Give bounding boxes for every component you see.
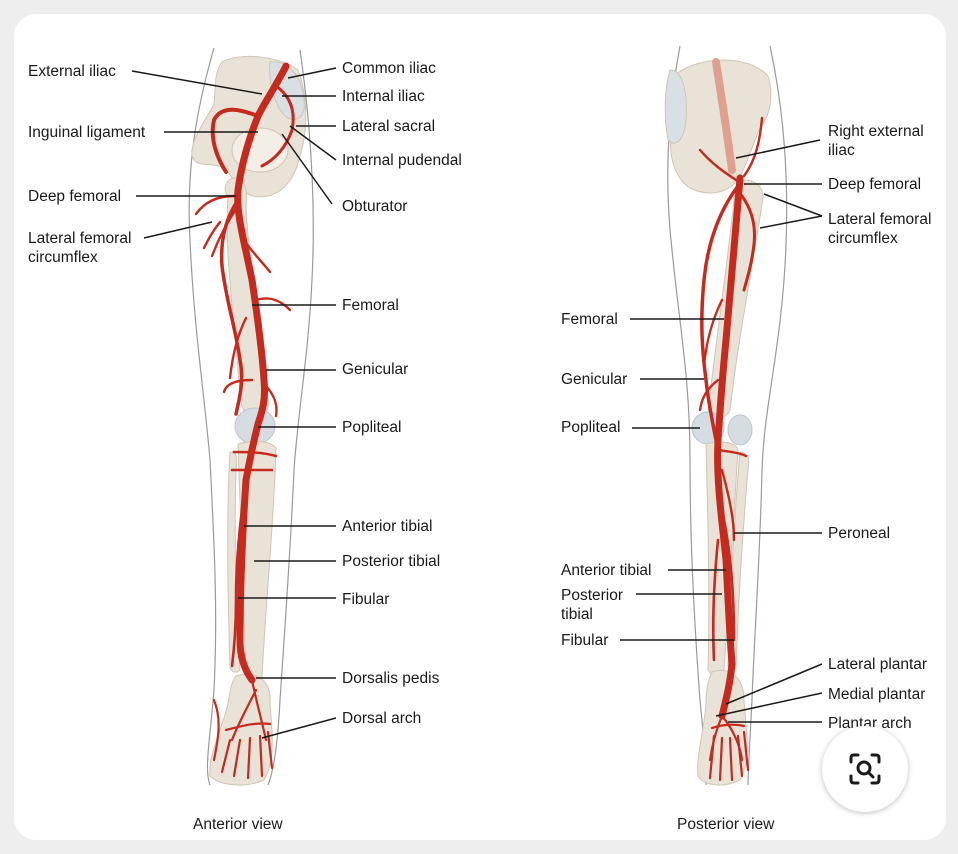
- label-posterior-tibial-anterior: Posterior tibial: [342, 553, 441, 570]
- label-deep-femoral-posterior: Deep femoral: [828, 176, 922, 193]
- label-anterior-tibial-anterior: Anterior tibial: [342, 518, 433, 535]
- posterior-skin-outline-right: [747, 45, 788, 786]
- label-internal-pudendal: Internal pudendal: [342, 152, 462, 169]
- anterior-leg: [188, 47, 314, 786]
- posterior-foot: [697, 669, 748, 786]
- label-internal-iliac: Internal iliac: [342, 88, 425, 105]
- posterior-skin-outline-left: [667, 45, 707, 786]
- label-genicular-posterior: Genicular: [561, 371, 628, 388]
- label-common-iliac: Common iliac: [342, 60, 436, 77]
- posterior-leader-lines: [620, 139, 823, 723]
- label-peroneal: Peroneal: [828, 525, 891, 542]
- label-obturator: Obturator: [342, 198, 408, 215]
- anterior-skin-outline-left: [188, 47, 217, 786]
- label-lateral-femoral-circumflex-anterior: Lateral femoral circumflex: [28, 230, 132, 266]
- label-inguinal-ligament: Inguinal ligament: [28, 124, 146, 141]
- label-lateral-plantar: Lateral plantar: [828, 656, 928, 673]
- label-medial-plantar: Medial plantar: [828, 686, 926, 703]
- label-right-external-iliac: Right external iliac: [828, 123, 924, 159]
- label-external-iliac: External iliac: [28, 63, 116, 80]
- label-fibular-posterior: Fibular: [561, 632, 609, 649]
- anterior-arteries: [194, 62, 295, 780]
- posterior-iliac-shadow: [712, 58, 736, 174]
- label-popliteal-posterior: Popliteal: [561, 419, 621, 436]
- caption-posterior-view: Posterior view: [677, 816, 775, 833]
- caption-anterior-view: Anterior view: [193, 816, 283, 833]
- label-deep-femoral-anterior: Deep femoral: [28, 188, 122, 205]
- label-posterior-tibial-posterior: Posterior tibial: [561, 587, 624, 623]
- anterior-skin-outline-right: [267, 49, 314, 786]
- posterior-leg: [664, 45, 788, 786]
- label-genicular-anterior: Genicular: [342, 361, 409, 378]
- label-femoral-anterior: Femoral: [342, 297, 399, 314]
- label-fibular-anterior: Fibular: [342, 591, 390, 608]
- visual-search-button[interactable]: [822, 726, 908, 812]
- posterior-knee-right: [727, 414, 753, 446]
- label-femoral-posterior: Femoral: [561, 311, 618, 328]
- label-anterior-tibial-posterior: Anterior tibial: [561, 562, 652, 579]
- posterior-arteries: [698, 116, 764, 782]
- visual-search-icon: [849, 753, 881, 785]
- label-dorsal-arch: Dorsal arch: [342, 710, 422, 727]
- label-lateral-sacral: Lateral sacral: [342, 118, 436, 135]
- image-card: [14, 14, 946, 840]
- label-popliteal-anterior: Popliteal: [342, 419, 402, 436]
- label-dorsalis-pedis: Dorsalis pedis: [342, 670, 440, 687]
- label-lateral-femoral-circumflex-posterior: Lateral femoral circumflex: [828, 211, 932, 247]
- anterior-leader-lines: [131, 67, 337, 739]
- posterior-sacrum: [664, 69, 687, 144]
